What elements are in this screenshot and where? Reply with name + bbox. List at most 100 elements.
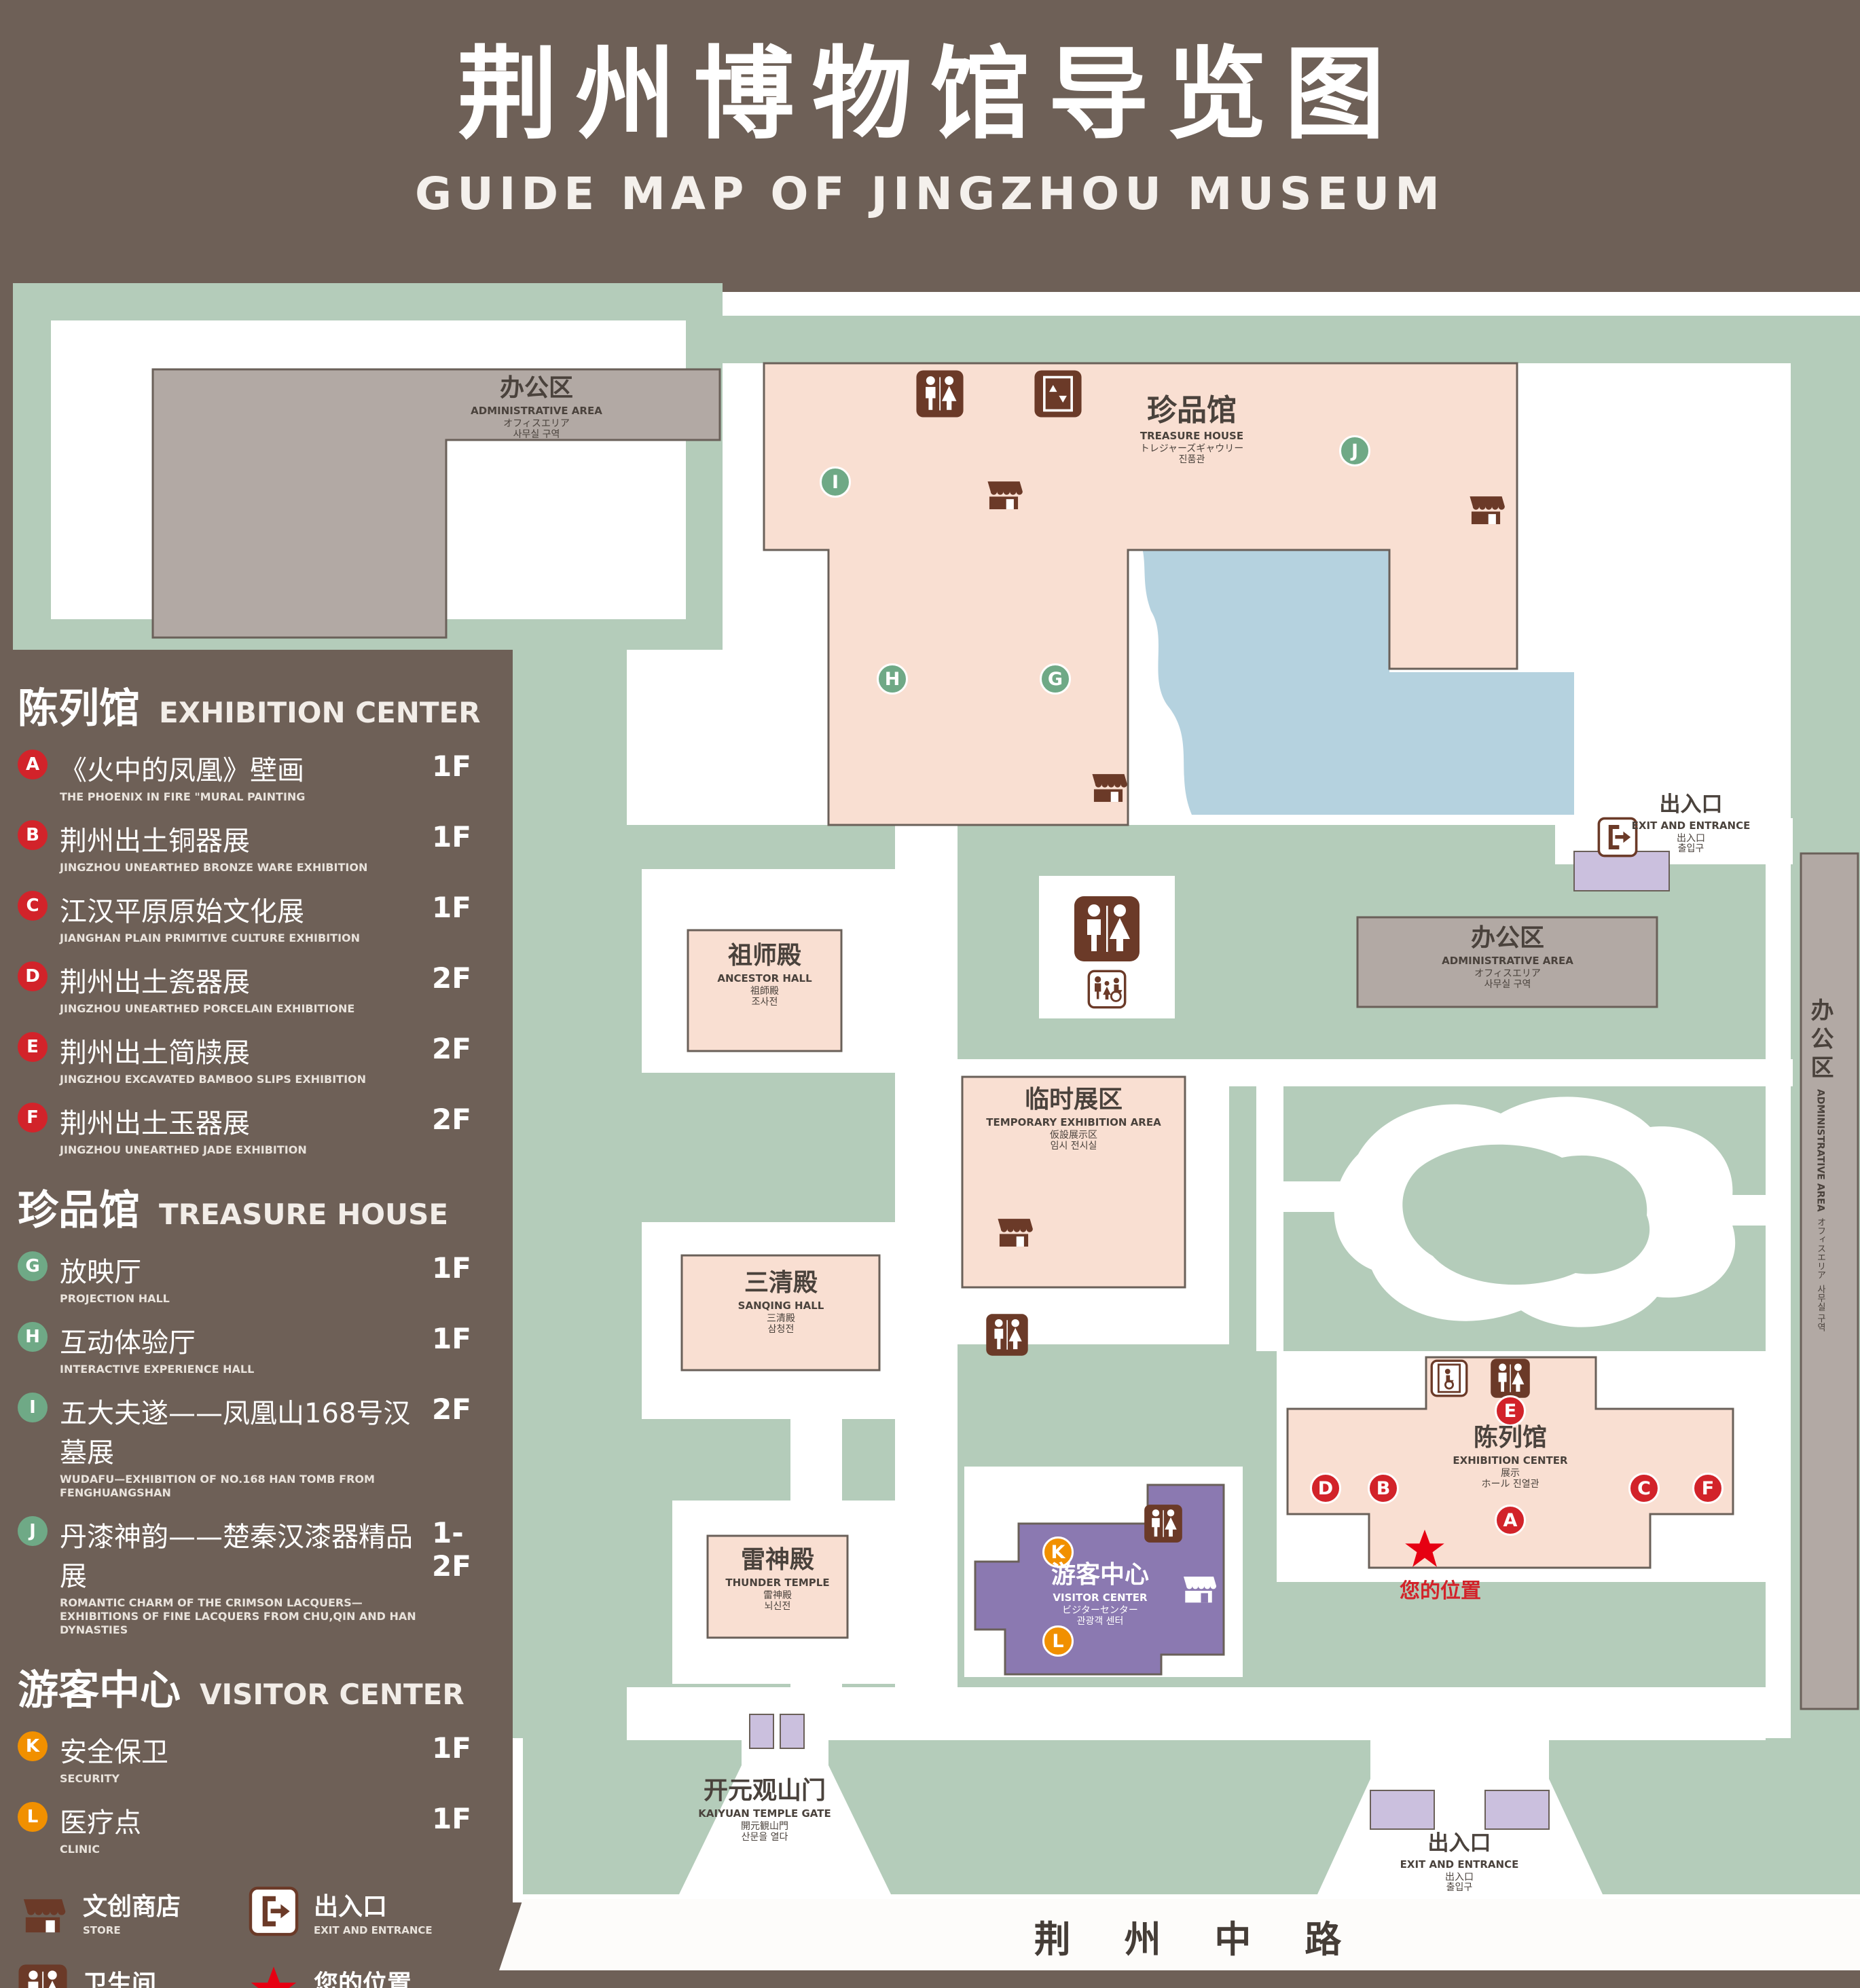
west-green-band bbox=[513, 642, 627, 832]
map-marker-k: K bbox=[1042, 1536, 1074, 1568]
restroom-icon bbox=[915, 369, 964, 418]
east-exit-label: 出入口 EXIT AND ENTRANCE 出入口 출입구 bbox=[1631, 792, 1751, 855]
temporary-area-label: 临时展区 TEMPORARY EXHIBITION AREA 仮設展示区 임시 … bbox=[986, 1086, 1161, 1152]
legend-symbol-store: 文创商店 STORE bbox=[18, 1886, 242, 1936]
badge-g: G bbox=[18, 1251, 48, 1281]
page-title: 荆州博物馆导览图 bbox=[457, 36, 1403, 153]
gate-pad-2 bbox=[780, 1714, 805, 1749]
floor-label: 1F bbox=[432, 1322, 471, 1355]
thunder-temple-building bbox=[706, 1534, 849, 1639]
display-buildings bbox=[680, 362, 1734, 1639]
your-location-label: 您的位置 bbox=[1400, 1579, 1481, 1603]
badge-h: H bbox=[18, 1322, 48, 1352]
badge-f: F bbox=[18, 1103, 48, 1133]
visitor-center-label: 游客中心 VISITOR CENTER ビジターセンター 관광객 센터 bbox=[1051, 1561, 1150, 1627]
admin-area-label: 办公区 ADMINISTRATIVE AREA オフィスエリア 사무실 구역 bbox=[471, 374, 602, 440]
axial-path-1 bbox=[895, 825, 958, 1738]
legend-item-g: G 放映厅 PROJECTION HALL 1F bbox=[18, 1250, 497, 1306]
kaiyuan-gate-label: 开元观山门 KAIYUAN TEMPLE GATE 開元観山門 산문을 열다 bbox=[698, 1777, 831, 1843]
garden-west-path bbox=[1256, 1059, 1283, 1351]
restroom-icon bbox=[18, 1964, 68, 1988]
sanqing-hall-label: 三清殿 SANQING HALL 三清殿 삼청전 bbox=[737, 1269, 824, 1335]
store-icon bbox=[1179, 1566, 1218, 1606]
badge-e: E bbox=[18, 1032, 48, 1062]
garden-stub-east bbox=[1728, 1195, 1791, 1226]
restroom-icon bbox=[1073, 895, 1141, 963]
admin-building-nw bbox=[151, 368, 721, 639]
badge-c: C bbox=[18, 891, 48, 921]
legend-item-h: H 互动体验厅 INTERACTIVE EXPERIENCE HALL 1F bbox=[18, 1321, 497, 1376]
legend-section-exhibition-center: 陈列馆 EXHIBITION CENTER A 《火中的凤凰》壁画 THE PH… bbox=[18, 676, 497, 1157]
gate-wedge-right bbox=[828, 1765, 891, 1894]
garden-stub-west bbox=[1283, 1181, 1365, 1212]
thunder-temple-label: 雷神殿 THUNDER TEMPLE 雷神殿 뇌신전 bbox=[725, 1546, 830, 1612]
ancestor-hall-building bbox=[687, 929, 843, 1052]
legend-item-k: K 安全保卫 SECURITY 1F bbox=[18, 1730, 497, 1786]
floor-label: 1F bbox=[432, 891, 471, 924]
store-icon bbox=[993, 1208, 1035, 1250]
map-marker-i: I bbox=[820, 466, 851, 498]
exit-icon bbox=[249, 1886, 299, 1936]
legend-symbols: 文创商店 STORE 出入口 EXIT AND ENTRANCE 卫生间 RES… bbox=[18, 1886, 497, 1988]
legend-item-i: I 五大夫遂——凤凰山168号汉墓展 WUDAFU—EXHIBITION OF … bbox=[18, 1391, 497, 1500]
south-green-2 bbox=[828, 1738, 1370, 1894]
floor-label: 1F bbox=[432, 1802, 471, 1835]
map-marker-l: L bbox=[1042, 1625, 1074, 1657]
floor-label: 2F bbox=[432, 1103, 471, 1136]
legend-header: 珍品馆 TREASURE HOUSE bbox=[18, 1187, 449, 1234]
map-marker-j: J bbox=[1339, 435, 1370, 466]
elevator-icon bbox=[1034, 369, 1082, 418]
badge-k: K bbox=[18, 1731, 48, 1761]
badge-l: L bbox=[18, 1802, 48, 1832]
map-marker-b: B bbox=[1368, 1473, 1399, 1504]
legend-symbol-your-location: 您的位置 YOUR LOCATION bbox=[249, 1964, 497, 1988]
floor-label: 1F bbox=[432, 1731, 471, 1765]
road-label: 荆 州 中 路 bbox=[1034, 1918, 1362, 1961]
legend-item-f: F 荆州出土玉器展 JINGZHOU UNEARTHED JADE EXHIBI… bbox=[18, 1101, 497, 1157]
garden-island bbox=[1402, 1144, 1650, 1285]
restroom-icon bbox=[1490, 1358, 1531, 1399]
sanqing-hall-building bbox=[680, 1254, 881, 1372]
admin-building-east bbox=[1356, 916, 1658, 1008]
floor-label: 1F bbox=[432, 750, 471, 783]
legend-item-c: C 江汉平原原始文化展 JIANGHAN PLAIN PRIMITIVE CUL… bbox=[18, 889, 497, 945]
treasure-house-building bbox=[763, 362, 1518, 826]
floor-label: 1-2F bbox=[432, 1516, 471, 1583]
legend-item-d: D 荆州出土瓷器展 JINGZHOU UNEARTHED PORCELAIN E… bbox=[18, 960, 497, 1016]
floor-label: 1F bbox=[432, 820, 471, 853]
legend-section-treasure-house: 珍品馆 TREASURE HOUSE G 放映厅 PROJECTION HALL… bbox=[18, 1177, 497, 1637]
badge-j: J bbox=[18, 1516, 48, 1546]
store-icon bbox=[983, 471, 1025, 513]
legend-header: 陈列馆 EXHIBITION CENTER bbox=[18, 685, 481, 733]
accessible-elevator-icon bbox=[1430, 1359, 1468, 1397]
exhibition-center-label: 陈列馆 EXHIBITION CENTER 展示 ホール 진열관 bbox=[1453, 1424, 1568, 1490]
legend-item-l: L 医疗点 CLINIC 1F bbox=[18, 1801, 497, 1856]
east-entrance-pad bbox=[1573, 851, 1670, 891]
your-location-icon bbox=[1403, 1527, 1446, 1570]
map-marker-d: D bbox=[1310, 1473, 1341, 1504]
floor-label: 2F bbox=[432, 1032, 471, 1065]
floor-label: 2F bbox=[432, 961, 471, 995]
floor-label: 1F bbox=[432, 1251, 471, 1285]
map-marker-c: C bbox=[1628, 1473, 1660, 1504]
badge-d: D bbox=[18, 961, 48, 991]
badge-b: B bbox=[18, 820, 48, 850]
garden bbox=[1283, 1097, 1791, 1327]
legend-symbol-restrooms: 卫生间 RESTROOMS bbox=[18, 1964, 242, 1988]
store-icon bbox=[1465, 485, 1507, 528]
map-marker-g: G bbox=[1040, 663, 1071, 695]
legend-symbol-exit: 出入口 EXIT AND ENTRANCE bbox=[249, 1886, 497, 1936]
office-buildings bbox=[151, 368, 1859, 1710]
legend-header: 游客中心 VISITOR CENTER bbox=[18, 1667, 464, 1714]
store-icon bbox=[18, 1886, 68, 1936]
ancestor-hall-label: 祖师殿 ANCESTOR HALL 祖師殿 조사전 bbox=[717, 942, 812, 1008]
admin-side-label: 办公区 ADMINISTRATIVE AREA オフィスエリア 사무실 구역 bbox=[1806, 998, 1834, 1331]
legend-item-j: J 丹漆神韵——楚秦汉漆器精品展 ROMANTIC CHARM OF THE C… bbox=[18, 1515, 497, 1637]
store-icon bbox=[1087, 763, 1129, 805]
road bbox=[499, 1899, 1860, 1970]
family-restroom-icon bbox=[1087, 970, 1127, 1009]
map-marker-e: E bbox=[1495, 1395, 1526, 1426]
exit-wedge-left bbox=[1317, 1779, 1370, 1894]
south-entrance-pad-1 bbox=[1370, 1790, 1435, 1830]
